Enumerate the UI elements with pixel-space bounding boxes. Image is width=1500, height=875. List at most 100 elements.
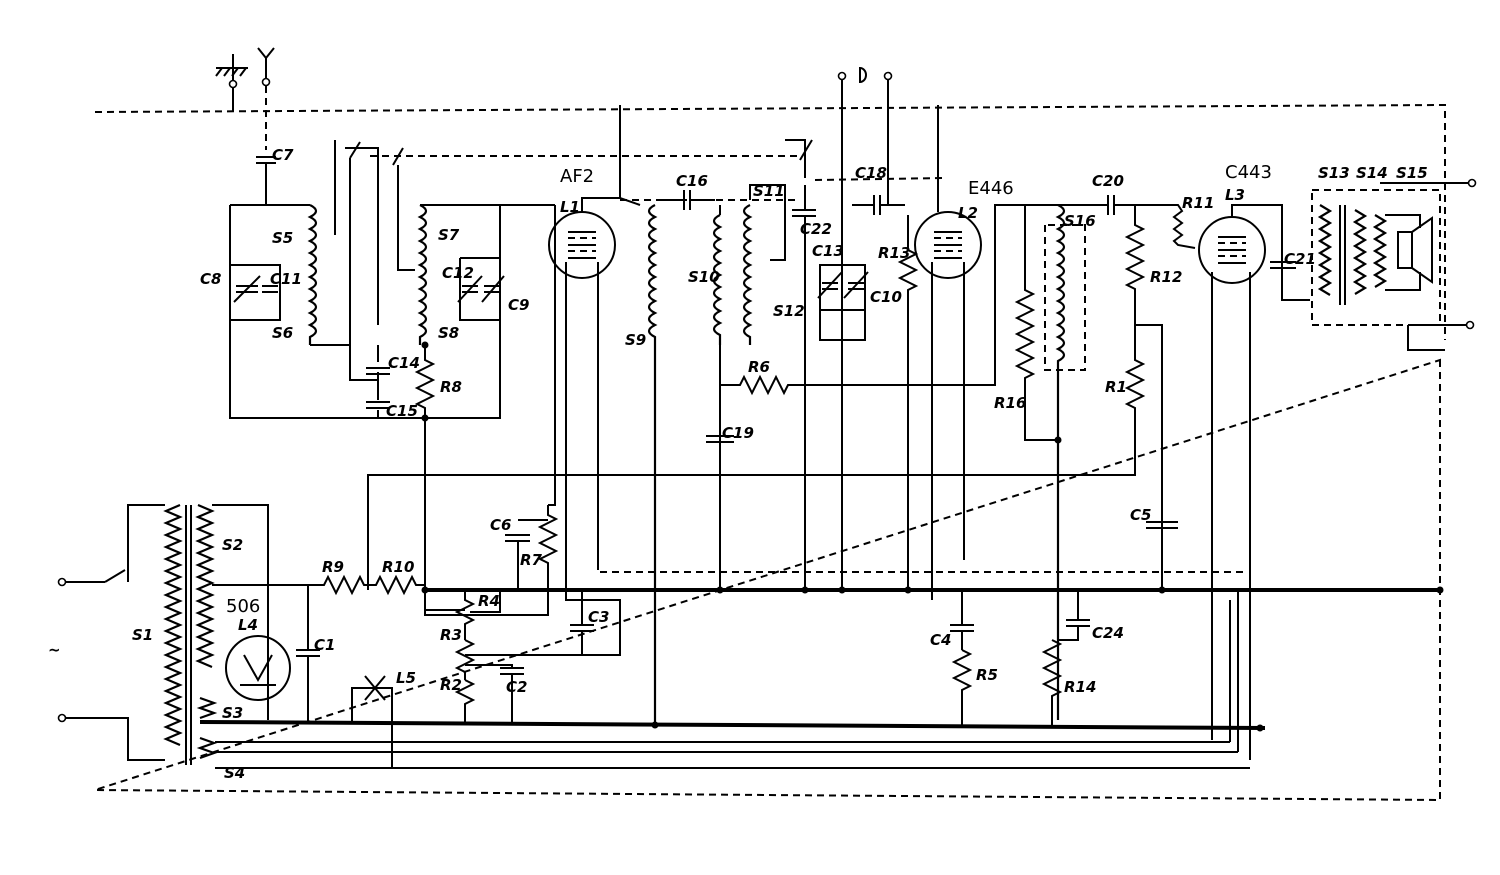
s7-s8-coil: [417, 204, 428, 345]
l5-label: L5: [396, 669, 416, 687]
r10-label: R10: [382, 558, 414, 576]
s7-label: S7: [438, 226, 460, 244]
r4-label: R4: [478, 592, 500, 610]
s5-s6-coil: [307, 204, 318, 345]
bias-network-group: R4 R3 R2 C2 C3 R7 C6: [424, 205, 609, 722]
c18-label: C18: [855, 164, 887, 182]
c6-label: C6: [490, 516, 511, 534]
c12-label: C12: [442, 264, 474, 282]
r13-resistor: [897, 215, 919, 590]
input-tuning-group: S5 S6 C8 C11 S7 S8 C12 C9 C14 C15 R8: [200, 140, 800, 590]
c13-variable-capacitor: [817, 271, 843, 299]
r6-resistor: [720, 204, 1030, 396]
c21-label: C21: [1284, 250, 1316, 268]
s12-label: S12: [773, 302, 805, 320]
af2-label: AF2: [560, 166, 594, 187]
e446-label: E446: [968, 178, 1014, 199]
s11-label: S11: [753, 182, 785, 200]
s8-label: S8: [438, 324, 459, 342]
c8-label: C8: [200, 270, 221, 288]
pilot-lamp-l5: [351, 675, 393, 768]
s14-label: S14: [1356, 164, 1388, 182]
s10-label: S10: [688, 268, 720, 286]
pickup-icon: [859, 66, 867, 84]
r8-resistor: [414, 345, 436, 418]
r8-label: R8: [440, 378, 462, 396]
c9-variable-capacitor: [481, 275, 505, 303]
r4-potentiometer: [454, 590, 501, 640]
c7-capacitor: [256, 156, 276, 205]
c3-capacitor: [570, 590, 594, 655]
c21-capacitor: [1270, 261, 1296, 269]
ground-bus: [199, 720, 1266, 730]
tube-c443-group: C443 L3 C21: [1198, 162, 1316, 760]
earth-icon: [215, 54, 248, 82]
c24-label: C24: [1092, 624, 1124, 642]
band-switch-1: [334, 140, 379, 325]
c13-label: C13: [812, 242, 844, 260]
c5-capacitor: [1146, 521, 1178, 529]
r16-label: R16: [994, 394, 1026, 412]
c10-label: C10: [870, 288, 902, 306]
output-transformer-group: S13 S14 S15: [1311, 164, 1477, 351]
r10-resistor: [370, 574, 425, 596]
r9-label: R9: [322, 558, 344, 576]
r16-resistor: [1014, 205, 1058, 441]
decoupling-group: C4 R5 C24 R14: [930, 590, 1124, 725]
c14-capacitor: [349, 345, 390, 381]
c8-variable-capacitor: [233, 275, 261, 303]
c11-capacitor: [262, 285, 278, 293]
l4-label: L4: [238, 616, 258, 634]
c12-variable-capacitor: [457, 275, 483, 303]
c22-label: C22: [800, 220, 832, 238]
l2-label: L2: [958, 204, 978, 222]
r3-resistor: [454, 639, 476, 680]
s16-choke: [1055, 204, 1066, 720]
s4-coil: [196, 736, 218, 760]
r13-label: R13: [878, 244, 910, 262]
if-coil-group: S10 S11 S12 C22 R6 C19 C13 C10 C18 R13: [688, 66, 1030, 590]
antenna-earth-group: C7: [215, 47, 294, 205]
r3-label: R3: [440, 626, 462, 644]
tube-af2-group: AF2 L1 S9 C16: [548, 105, 800, 725]
c6-capacitor: [505, 519, 548, 590]
r11-resistor: [1135, 204, 1196, 249]
s9-label: S9: [625, 331, 646, 349]
c9-label: C9: [508, 296, 529, 314]
r5-label: R5: [976, 666, 998, 684]
band-switch-2: [392, 147, 415, 271]
c3-label: C3: [588, 608, 609, 626]
r14-resistor: [1041, 639, 1063, 725]
r7-label: R7: [520, 551, 543, 569]
s15-label: S15: [1396, 164, 1428, 182]
s11-s12-coil: [742, 204, 753, 345]
s5-label: S5: [272, 229, 293, 247]
s1-primary-coil: [163, 503, 183, 747]
bus-junctions: [421, 436, 1444, 732]
c20-capacitor: [1030, 195, 1135, 215]
c4-capacitor: [950, 590, 974, 650]
c1-label: C1: [314, 636, 335, 654]
c2-capacitor: [465, 664, 524, 722]
r12-resistor: [1124, 205, 1146, 325]
c19-label: C19: [722, 424, 754, 442]
s3-coil: [196, 696, 218, 720]
s3-label: S3: [222, 704, 243, 722]
s15-coil: [1372, 214, 1388, 288]
c15-capacitor: [366, 380, 390, 418]
s13-label: S13: [1318, 164, 1350, 182]
r12-label: R12: [1150, 268, 1182, 286]
c2-label: C2: [506, 678, 527, 696]
s10-coil: [712, 214, 723, 345]
r14-label: R14: [1064, 678, 1096, 696]
e446-tube-envelope: [914, 211, 982, 279]
r9-resistor: [318, 574, 370, 596]
s1-label: S1: [132, 626, 153, 644]
c22-capacitor: [792, 185, 816, 590]
s14-coil: [1352, 209, 1368, 295]
r6-label: R6: [748, 358, 770, 376]
s6-label: S6: [272, 324, 293, 342]
c20-label: C20: [1092, 172, 1124, 190]
c7-label: C7: [272, 146, 294, 164]
